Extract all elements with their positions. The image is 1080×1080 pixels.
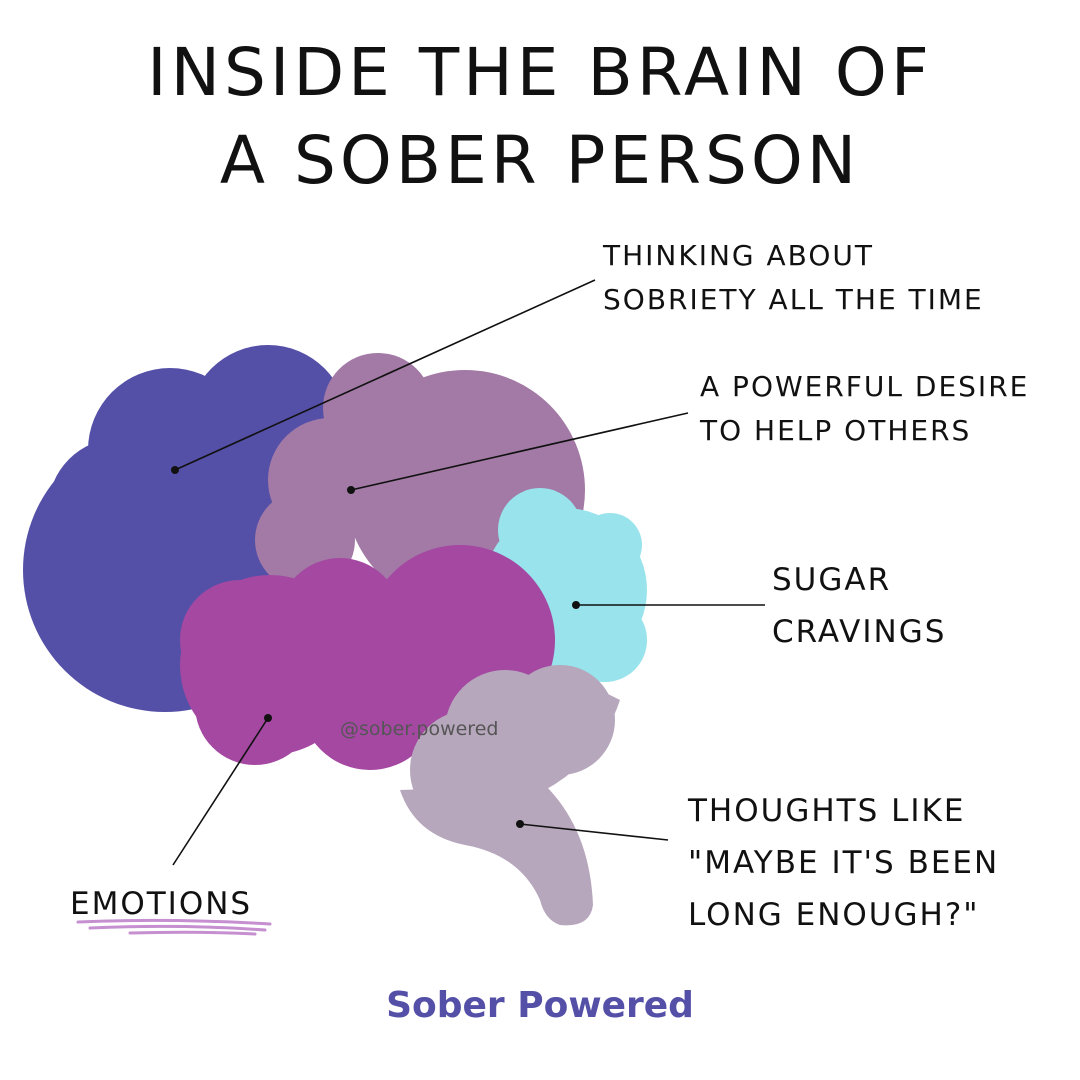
label-line: SOBRIETY ALL THE TIME xyxy=(603,283,984,316)
leader-dots xyxy=(171,466,580,828)
label-line: THOUGHTS LIKE xyxy=(688,793,966,829)
label-line: LONG ENOUGH?" xyxy=(688,897,980,933)
dot-desire xyxy=(347,486,355,494)
watermark-handle: @sober.powered xyxy=(340,718,499,740)
label-thinking-about-sobriety: THINKING ABOUT SOBRIETY ALL THE TIME xyxy=(603,234,984,322)
label-thoughts-like: THOUGHTS LIKE "MAYBE IT'S BEEN LONG ENOU… xyxy=(688,785,999,941)
leader-lines xyxy=(172,279,765,866)
title-line-2: A SOBER PERSON xyxy=(219,122,861,199)
label-line: "MAYBE IT'S BEEN xyxy=(688,845,1000,881)
dot-emotions xyxy=(264,714,272,722)
label-emotions: EMOTIONS xyxy=(70,886,253,922)
label-line: THINKING ABOUT xyxy=(603,239,875,272)
label-line: SUGAR xyxy=(772,562,892,598)
label-line: TO HELP OTHERS xyxy=(700,414,972,447)
label-sugar-cravings: SUGAR CRAVINGS xyxy=(772,554,946,658)
label-desire-to-help: A POWERFUL DESIRE TO HELP OTHERS xyxy=(700,365,1029,453)
leader-emotions xyxy=(172,717,269,866)
label-line: CRAVINGS xyxy=(772,614,947,650)
label-line: A POWERFUL DESIRE xyxy=(700,370,1030,403)
title-line-1: INSIDE THE BRAIN OF xyxy=(147,34,933,111)
leader-thoughts xyxy=(519,823,669,841)
brand-name: Sober Powered xyxy=(386,985,694,1026)
temporal-lobe xyxy=(180,545,555,770)
leader-thinking xyxy=(174,279,596,471)
emotions-underline xyxy=(76,918,272,936)
dot-sugar xyxy=(572,601,580,609)
brainstem xyxy=(400,665,620,926)
leader-desire xyxy=(350,412,689,491)
dot-thinking xyxy=(171,466,179,474)
dot-thoughts xyxy=(516,820,524,828)
